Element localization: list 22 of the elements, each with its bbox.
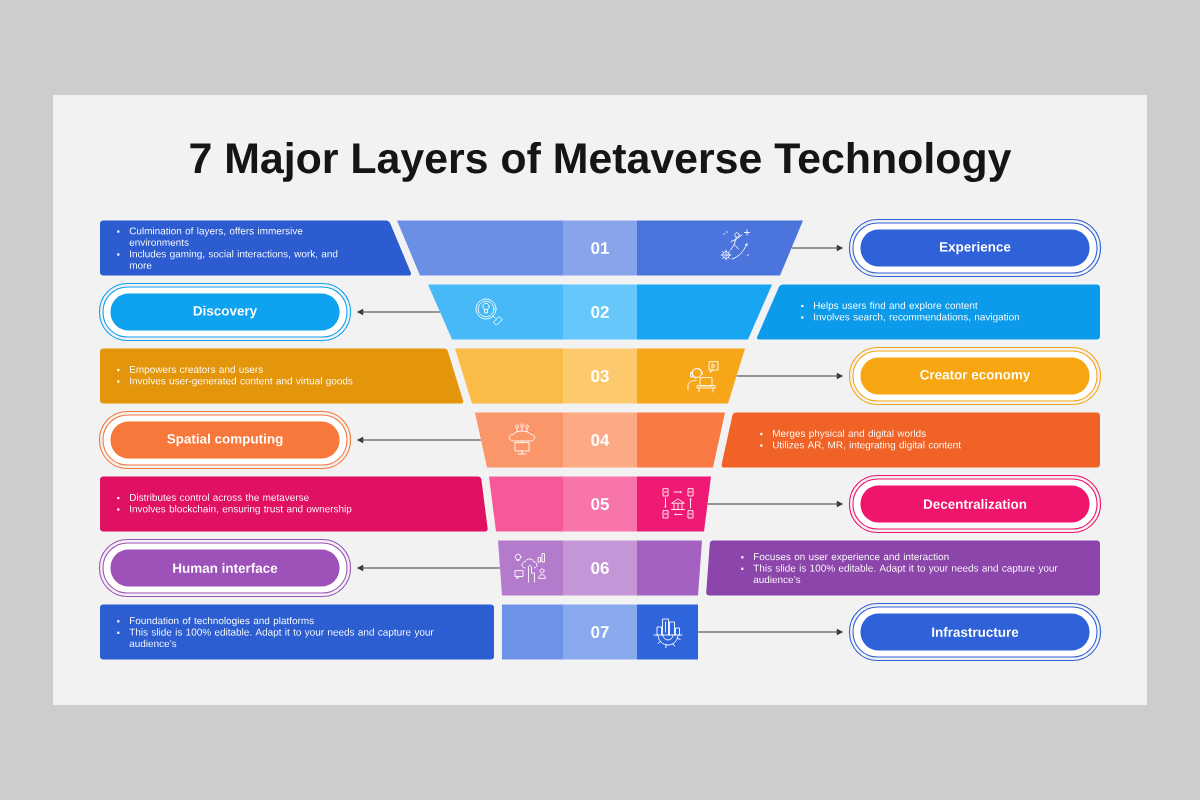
- funnel-band: 04: [475, 412, 725, 468]
- funnel-band: 03: [455, 348, 745, 404]
- text-panel: Distributes control across the metaverse Involves blockchain, ensuring trust and ownership: [100, 476, 488, 532]
- text-panel: Helps users find and explore content Involves search, recommendations, navigation: [756, 284, 1100, 340]
- funnel-band: 05: [489, 476, 711, 532]
- label-pill: Spatial computing: [98, 410, 352, 470]
- funnel-band: 06: [498, 540, 702, 596]
- title: 7 Major Layers of Metaverse Technology: [190, 141, 1012, 183]
- funnel-band: 02: [428, 284, 772, 340]
- funnel-band: 07: [502, 604, 698, 660]
- text-panel: Focuses on user experience and interaction This slide is 100% editable. Adapt it to your needs and capture your audience’s: [706, 540, 1100, 596]
- label-pill: Infrastructure: [848, 602, 1102, 662]
- label-pill: Creator economy: [848, 346, 1102, 406]
- text-panel: Empowers creators and users Involves user-generated content and virtual goods: [100, 348, 464, 404]
- text-panel: Foundation of technologies and platforms This slide is 100% editable. Adapt it to your needs and capture your audience’s: [100, 604, 494, 660]
- text-panel: Culmination of layers, offers immersive environments Includes gaming, social interactions, work, and more: [100, 220, 412, 276]
- label-pill: Decentralization: [848, 474, 1102, 534]
- label-pill: Experience: [848, 218, 1102, 278]
- label-pill: Human interface: [98, 538, 352, 598]
- funnel-band: 01: [397, 220, 803, 276]
- label-pill: Discovery: [98, 282, 352, 342]
- text-panel: Merges physical and digital worlds Utilizes AR, MR, integrating digital content: [721, 412, 1100, 468]
